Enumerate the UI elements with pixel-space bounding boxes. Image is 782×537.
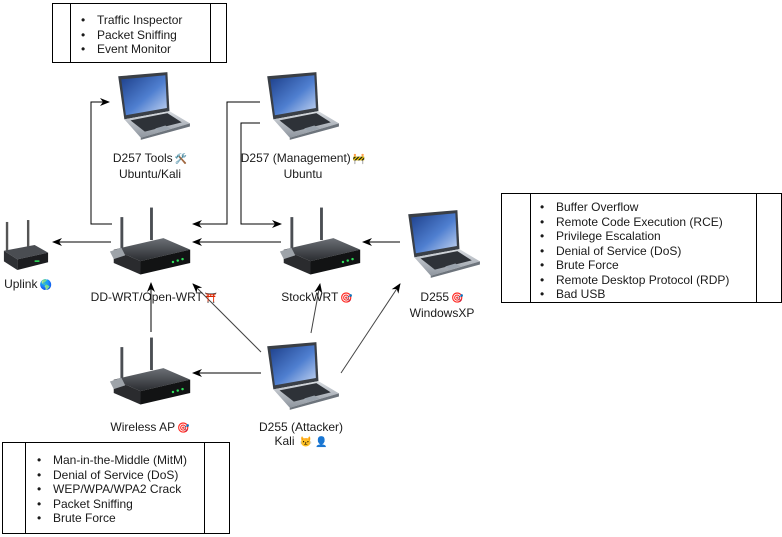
- box-divider: [210, 4, 211, 62]
- list-item: Event Monitor: [77, 42, 182, 57]
- list-item: Man-in-the-Middle (MitM): [33, 453, 187, 468]
- construction-emoji-icon: 🚧: [352, 154, 366, 165]
- edge-attacker-to-ddwrt: [192, 283, 262, 353]
- management-name: D257 (Management): [240, 151, 351, 165]
- globe-emoji-icon: 🌎: [39, 280, 52, 291]
- list-item: Brute Force: [536, 258, 729, 273]
- windowsxp-name: D255: [420, 290, 450, 304]
- target-attacks-list: Buffer Overflow Remote Code Execution (R…: [536, 200, 729, 302]
- management-laptop-icon[interactable]: [259, 72, 341, 140]
- ddwrt-name: DD-WRT/Open-WRT: [90, 290, 203, 304]
- list-item: Traffic Inspector: [77, 13, 182, 28]
- cat-user-emoji-icon: 😾 👤: [299, 437, 328, 448]
- windowsxp-label: D255🎯 WindowsXP: [400, 290, 484, 320]
- wireless-attacks-list: Man-in-the-Middle (MitM) Denial of Servi…: [33, 453, 187, 526]
- list-item: WEP/WPA/WPA2 Crack: [33, 482, 187, 497]
- stockwrt-label: StockWRT🎯: [272, 290, 362, 306]
- list-item: Remote Desktop Protocol (RDP): [536, 273, 729, 288]
- uplink-name: Uplink: [4, 277, 38, 291]
- box-divider: [204, 443, 205, 533]
- list-item: Brute Force: [33, 511, 187, 526]
- stockwrt-name: StockWRT: [281, 290, 339, 304]
- edge-management-to-ddwrt: [192, 101, 260, 228]
- ddwrt-router-icon[interactable]: [108, 203, 194, 279]
- attacker-label: D255 (Attacker) Kali 😾 👤: [245, 420, 357, 450]
- list-item: Remote Code Execution (RCE): [536, 215, 729, 230]
- uplink-label: Uplink🌎: [0, 277, 56, 293]
- attacker-os: Kali: [274, 434, 295, 448]
- target-emoji-icon: 🎯: [340, 293, 353, 304]
- edge-attacker-to-windowsxp: [340, 283, 401, 374]
- ddwrt-label: DD-WRT/Open-WRT⛩️: [84, 290, 224, 306]
- tools-os: Ubuntu/Kali: [118, 167, 182, 181]
- wireless-ap-router-icon[interactable]: [108, 333, 194, 409]
- box-divider: [25, 443, 26, 533]
- management-label: D257 (Management)🚧 Ubuntu: [228, 151, 378, 181]
- list-item: Buffer Overflow: [536, 200, 729, 215]
- box-divider: [70, 4, 71, 62]
- windowsxp-os: WindowsXP: [409, 306, 475, 320]
- target-emoji-icon: 🎯: [451, 293, 464, 304]
- tools-capabilities-box: Traffic Inspector Packet Sniffing Event …: [52, 3, 227, 63]
- tools-label: D257 Tools🛠️ Ubuntu/Kali: [90, 151, 210, 181]
- management-os: Ubuntu: [283, 167, 323, 181]
- wireless-ap-name: Wireless AP: [110, 420, 176, 434]
- tools-emoji-icon: 🛠️: [174, 154, 188, 165]
- torii-emoji-icon: ⛩️: [204, 293, 218, 304]
- uplink-router-icon[interactable]: [2, 218, 50, 272]
- windowsxp-laptop-icon[interactable]: [400, 210, 482, 278]
- wireless-attacks-box: Man-in-the-Middle (MitM) Denial of Servi…: [2, 442, 230, 534]
- edge-ddwrt-to-tools: [90, 98, 112, 225]
- box-divider: [756, 194, 757, 302]
- wireless-ap-label: Wireless AP🎯: [100, 420, 200, 436]
- list-item: Bad USB: [536, 287, 729, 302]
- edge-attacker-to-stockwrt: [310, 283, 323, 334]
- box-divider: [530, 194, 531, 302]
- target-attacks-box: Buffer Overflow Remote Code Execution (R…: [501, 193, 782, 303]
- list-item: Denial of Service (DoS): [33, 468, 187, 483]
- tools-name: D257 Tools: [112, 151, 173, 165]
- tools-capabilities-list: Traffic Inspector Packet Sniffing Event …: [77, 13, 182, 57]
- tools-laptop-icon[interactable]: [110, 72, 192, 140]
- list-item: Privilege Escalation: [536, 229, 729, 244]
- list-item: Denial of Service (DoS): [536, 244, 729, 259]
- list-item: Packet Sniffing: [77, 28, 182, 43]
- edge-management-to-stockwrt: [240, 122, 282, 228]
- attacker-name: D255 (Attacker): [258, 420, 344, 434]
- attacker-laptop-icon[interactable]: [259, 342, 341, 410]
- stockwrt-router-icon[interactable]: [278, 203, 364, 279]
- list-item: Packet Sniffing: [33, 497, 187, 512]
- target-emoji-icon: 🎯: [177, 423, 190, 434]
